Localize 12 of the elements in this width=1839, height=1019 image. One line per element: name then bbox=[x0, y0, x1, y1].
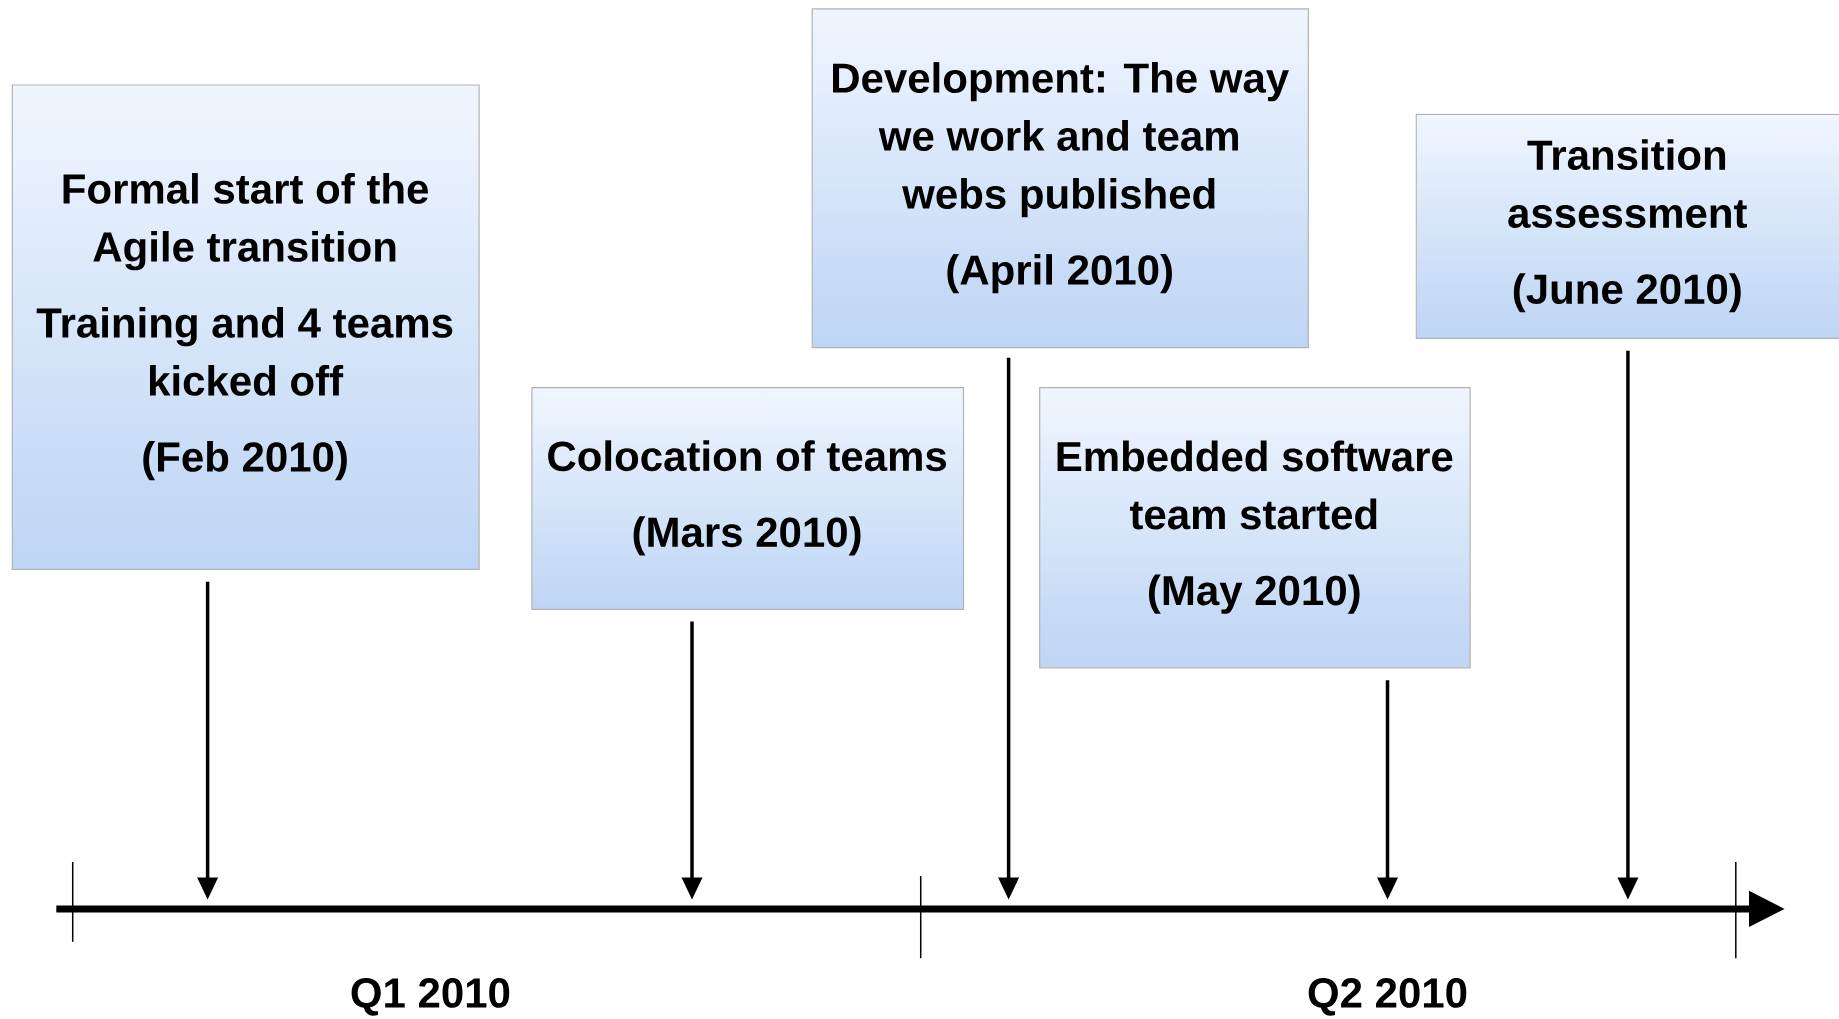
milestone-box bbox=[1039, 387, 1471, 669]
milestone-box bbox=[531, 387, 965, 610]
milestone-text: Transition assessment (June 2010) bbox=[1508, 139, 1747, 313]
quarter-label: Q1 2010 bbox=[351, 978, 510, 1016]
quarter-label: Q2 2010 bbox=[1308, 978, 1467, 1016]
milestone-box bbox=[1415, 113, 1839, 339]
milestone-text: Embedded software team started (May 2010) bbox=[1057, 440, 1453, 614]
milestone-text: Colocation of teams (Mars 2010) bbox=[548, 440, 947, 556]
milestone-text: Development: The way we work and team webs published (April 2010) bbox=[833, 62, 1289, 294]
milestone-text: Formal start of the Agile transition Training and 4 teams kicked off (Feb 2010) bbox=[36, 173, 453, 481]
milestone-box bbox=[11, 84, 480, 570]
milestone-box bbox=[811, 8, 1309, 349]
